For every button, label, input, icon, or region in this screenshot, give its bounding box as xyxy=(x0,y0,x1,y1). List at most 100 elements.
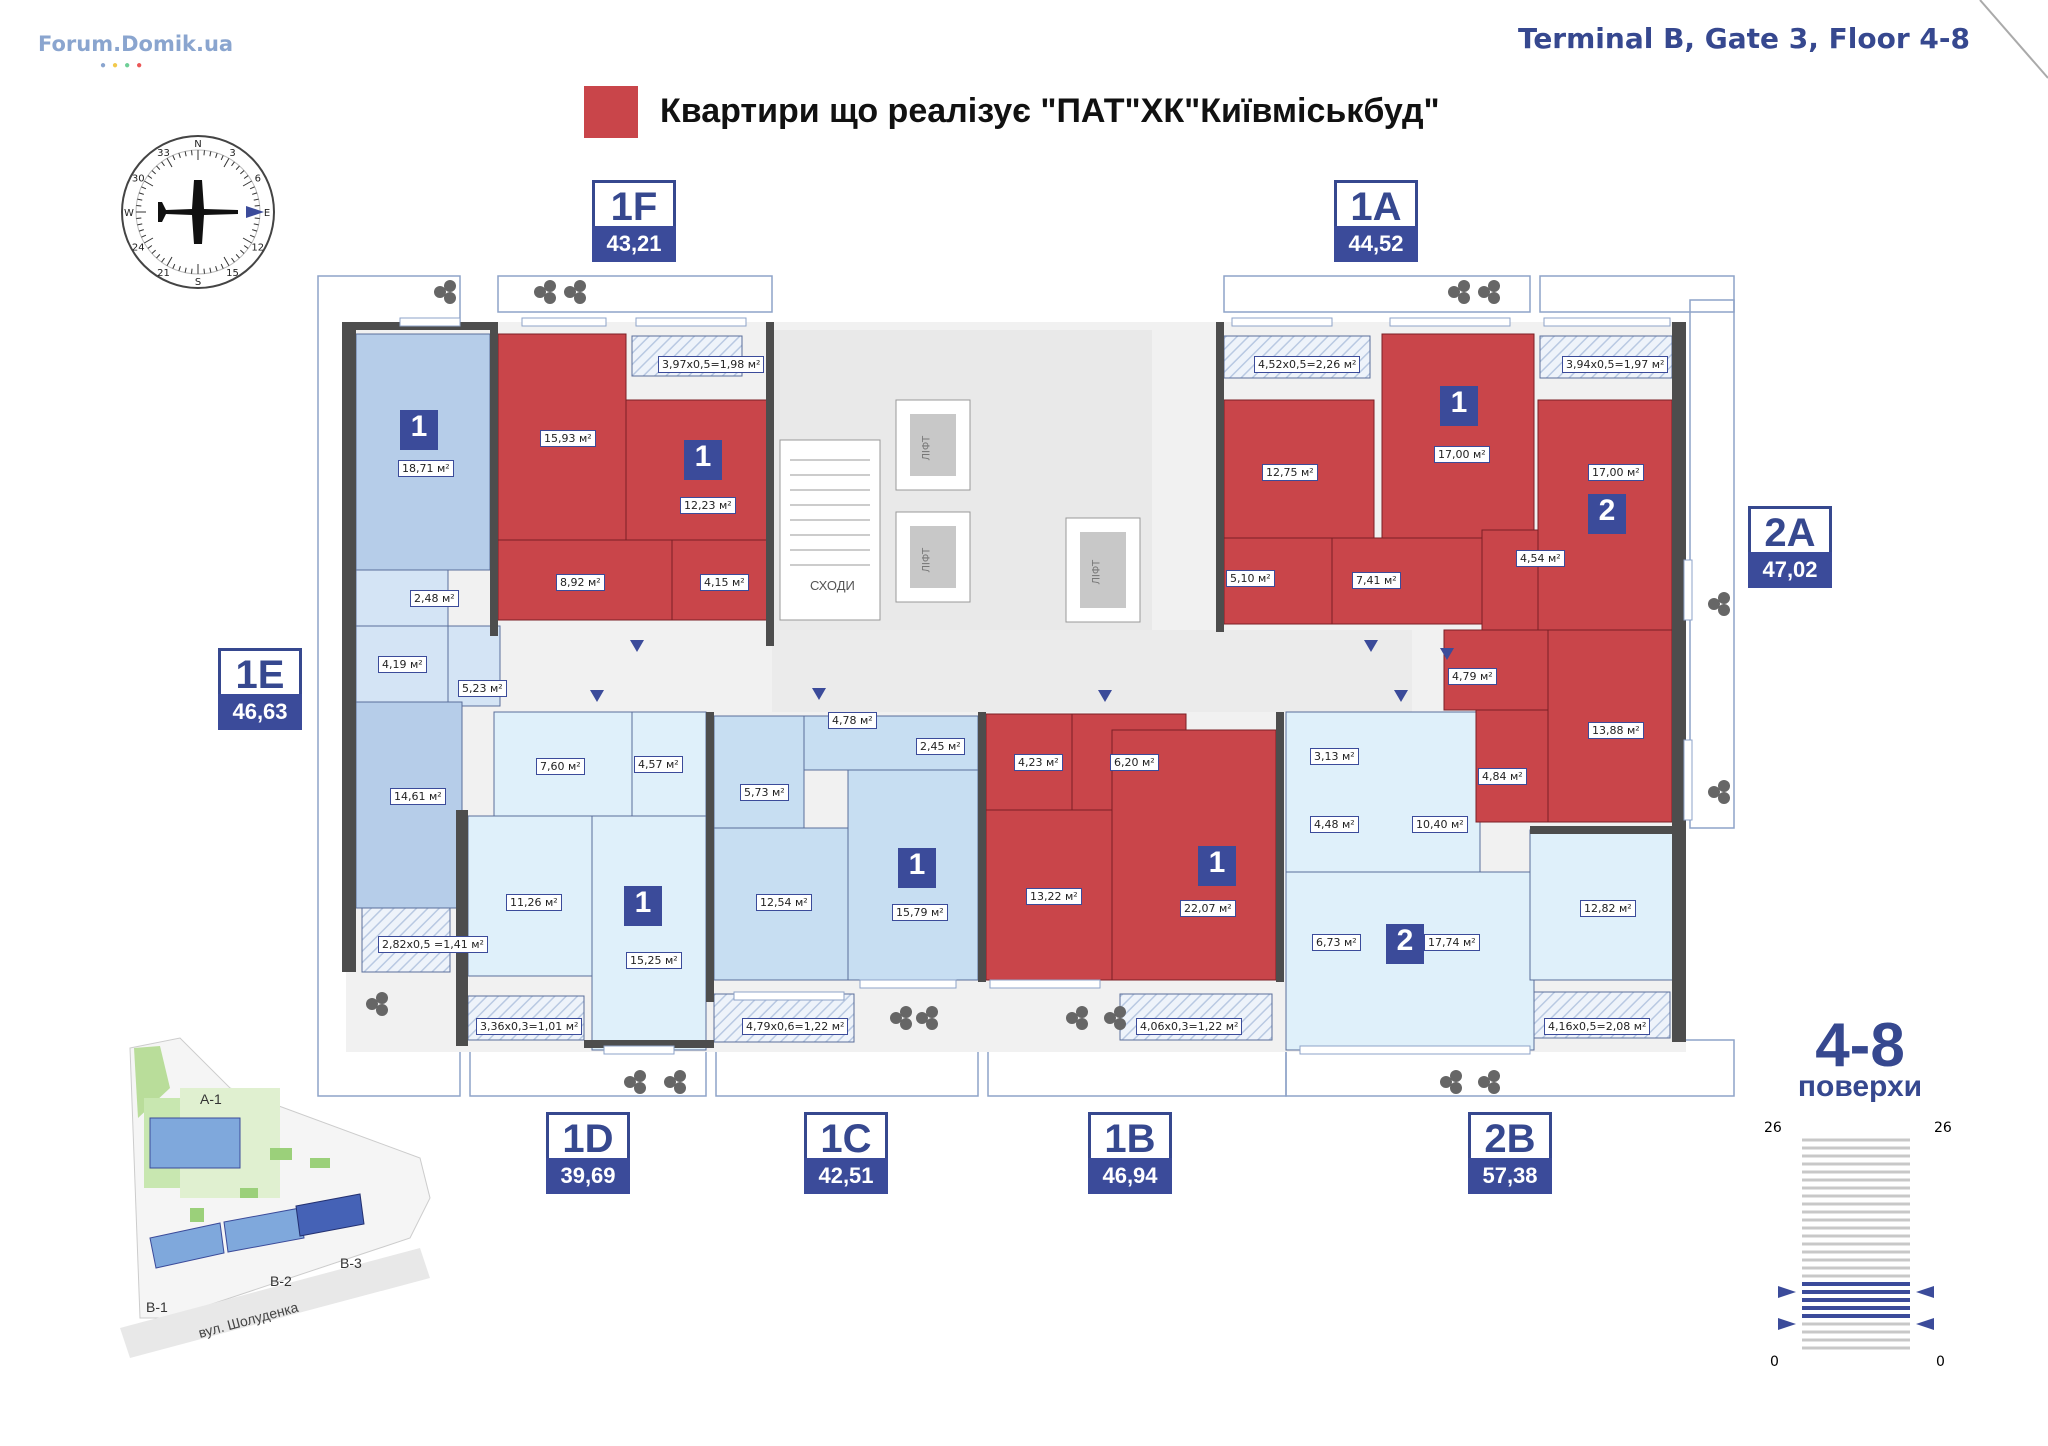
compass-tick xyxy=(203,150,205,156)
room-area-label: 12,82 м² xyxy=(1580,900,1636,917)
compass-label: 33 xyxy=(157,148,170,159)
compass-tick xyxy=(147,175,153,179)
room-area-label: 6,20 м² xyxy=(1110,754,1159,771)
compass-tick xyxy=(178,152,181,158)
compass-tick xyxy=(137,198,143,201)
compass-tick xyxy=(172,155,176,161)
legend-label: Квартири що реалізує "ПАТ"ХК"Київміськбу… xyxy=(660,92,1440,130)
site-label-b3: B-3 xyxy=(340,1255,362,1271)
room-area-label: 12,54 м² xyxy=(756,894,812,911)
room-area-label: 3,36x0,3=1,01 м² xyxy=(476,1018,583,1035)
compass-label: 3 xyxy=(229,148,235,159)
apartment-tag-2B[interactable]: 2B 57,38 xyxy=(1468,1112,1552,1196)
room-area-label: 10,40 м² xyxy=(1412,816,1468,833)
compass-tick xyxy=(253,198,259,201)
room-area-label: 12,23 м² xyxy=(680,497,736,514)
compass-tick xyxy=(231,257,235,263)
room-area-label: 5,10 м² xyxy=(1226,570,1275,587)
room-count-badge: 1 xyxy=(898,848,936,888)
scale-top-right: 26 xyxy=(1934,1120,1952,1136)
scale-bottom-left: 0 xyxy=(1770,1354,1779,1370)
compass-tick xyxy=(235,254,240,259)
room-area-label: 12,75 м² xyxy=(1262,464,1318,481)
compass-tick xyxy=(166,158,173,168)
compass-tick xyxy=(141,186,147,190)
apartment-tag-1B[interactable]: 1B 46,94 xyxy=(1088,1112,1172,1196)
site-label-b1: B-1 xyxy=(146,1299,168,1315)
room-area-label: 4,78 м² xyxy=(828,712,877,729)
room-area-label: 5,73 м² xyxy=(740,784,789,801)
compass-tick xyxy=(223,256,230,266)
compass-label: 6 xyxy=(255,174,261,185)
compass-tick xyxy=(147,245,153,249)
apartment-tag-1E[interactable]: 1E 46,63 xyxy=(218,648,302,732)
room-area-label: 4,15 м² xyxy=(700,574,749,591)
compass-label: W xyxy=(124,208,134,219)
room-area-label: 4,06x0,3=1,22 м² xyxy=(1136,1018,1243,1035)
apartment-tag-1D[interactable]: 1D 39,69 xyxy=(546,1112,630,1196)
compass-tick xyxy=(178,266,181,272)
site-plan: А-1 B-1 B-2 B-3 вул. Шолуденка xyxy=(120,1037,431,1358)
scale-bottom-right: 0 xyxy=(1936,1354,1945,1370)
compass-tick xyxy=(191,268,193,274)
compass-tick xyxy=(240,170,245,175)
compass-tick xyxy=(220,263,224,269)
room-area-label: 3,94x0,5=1,97 м² xyxy=(1562,356,1669,373)
legend-swatch xyxy=(584,86,638,138)
room-area-label: 4,54 м² xyxy=(1516,550,1565,567)
room-count-badge: 1 xyxy=(684,440,722,480)
compass-tick xyxy=(203,268,205,274)
room-area-label: 4,19 м² xyxy=(378,656,427,673)
compass-tick xyxy=(254,217,260,219)
room-area-label: 11,26 м² xyxy=(506,894,562,911)
apartment-tag-2A[interactable]: 2A 47,02 xyxy=(1748,506,1832,590)
compass-tick xyxy=(243,245,249,249)
apartment-tag-1F[interactable]: 1F 43,21 xyxy=(592,180,676,264)
room-area-label: 4,79 м² xyxy=(1448,668,1497,685)
apartment-id: 1F xyxy=(592,180,676,229)
room-area-label: 22,07 м² xyxy=(1180,900,1236,917)
compass-tick xyxy=(136,205,142,207)
room-area-label: 17,00 м² xyxy=(1588,464,1644,481)
compass-tick xyxy=(242,237,252,244)
windows xyxy=(399,317,1693,1055)
compass-tick xyxy=(215,152,218,158)
room-count-badge: 2 xyxy=(1386,924,1424,964)
compass-label: 12 xyxy=(251,243,264,254)
apartment-tag-1A[interactable]: 1A 44,52 xyxy=(1334,180,1418,264)
room-area-label: 2,82x0,5 =1,41 м² xyxy=(378,936,488,953)
compass-tick xyxy=(220,155,224,161)
compass-tick xyxy=(252,192,258,195)
room-area-label: 13,88 м² xyxy=(1588,722,1644,739)
room-area-label: 14,61 м² xyxy=(390,788,446,805)
compass-label: E xyxy=(264,208,270,219)
compass-tick xyxy=(138,192,144,195)
room-area-label: 7,60 м² xyxy=(536,758,585,775)
compass-tick xyxy=(138,229,144,232)
room-area-label: 18,71 м² xyxy=(398,460,454,477)
apartment-area: 39,69 xyxy=(546,1158,630,1194)
apartment-area: 46,94 xyxy=(1088,1158,1172,1194)
apartment-area: 46,63 xyxy=(218,694,302,730)
core xyxy=(779,399,1141,623)
site-label-a1: А-1 xyxy=(200,1091,222,1107)
apartment-id: 1D xyxy=(546,1112,630,1161)
compass-tick xyxy=(209,151,212,157)
compass-tick xyxy=(254,205,260,207)
compass-tick xyxy=(136,217,142,219)
compass-tick xyxy=(235,165,240,170)
apartment-tag-1C[interactable]: 1C 42,51 xyxy=(804,1112,888,1196)
compass-tick xyxy=(243,175,249,179)
compass-tick xyxy=(144,180,154,187)
compass-tick xyxy=(240,249,245,254)
compass-tick xyxy=(249,234,255,238)
room-area-label: 4,48 м² xyxy=(1310,816,1359,833)
site-logo[interactable]: Forum.Domik.ua xyxy=(38,32,234,56)
compass-tick xyxy=(253,223,259,226)
compass-tick xyxy=(252,229,258,232)
compass-tick xyxy=(151,170,156,175)
room-area-label: 4,52x0,5=2,26 м² xyxy=(1254,356,1361,373)
room-area-label: 15,79 м² xyxy=(892,904,948,921)
lift-label: ЛІФТ xyxy=(920,547,933,573)
